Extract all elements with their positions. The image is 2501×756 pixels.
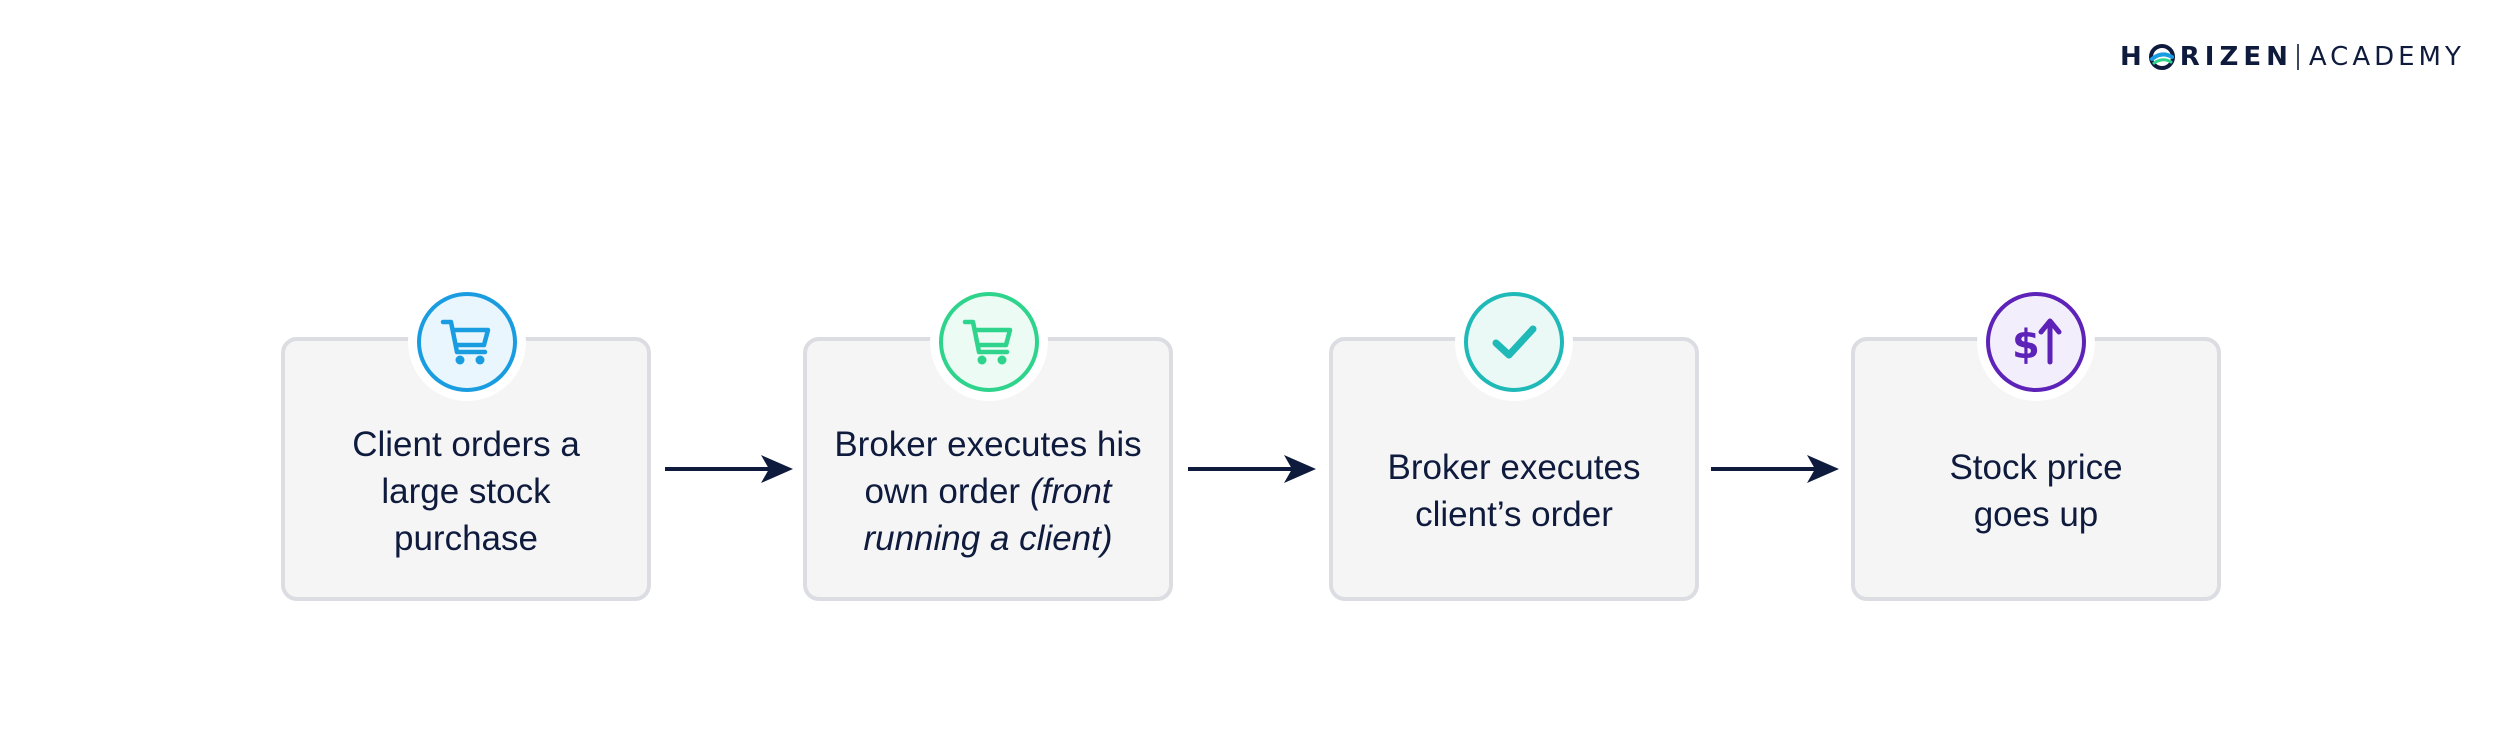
step-badge-circle (939, 292, 1039, 392)
logo-academy-text: ACADEMY (2308, 42, 2465, 72)
shopping-cart-icon (440, 319, 491, 365)
step-badge (408, 283, 526, 401)
horizen-o-logo-icon (2148, 44, 2175, 70)
step-badge (1455, 283, 1573, 401)
step-badge-circle: $ (1986, 292, 2086, 392)
svg-text:$: $ (2012, 322, 2040, 368)
flow-arrow (665, 455, 793, 483)
step-badge (930, 283, 1048, 401)
step-label-italic: (front running a client) (863, 471, 1113, 558)
checkmark-icon (1492, 325, 1537, 359)
step-card-broker-front-run: Broker executes his own order (front run… (803, 337, 1173, 601)
shopping-cart-icon (962, 319, 1013, 365)
logo-divider (2296, 44, 2299, 70)
step-label: Client orders a large stock purchase (352, 424, 580, 558)
logo-letter-h: H (2120, 42, 2147, 72)
flow-arrow (1711, 455, 1839, 483)
step-card-text: Stock price goes up (1875, 405, 2197, 577)
step-label-wrapper: Broker executes his own order (front run… (827, 421, 1149, 562)
step-card-text: Client orders a large stock purchase (305, 405, 627, 577)
horizen-academy-logo: H RIZEN ACADEMY (2120, 40, 2465, 74)
step-label: Broker executes his own order (834, 424, 1142, 511)
dollar-up-arrow-icon: $ (2012, 318, 2062, 368)
step-badge: $ (1977, 283, 2095, 401)
step-badge-circle (1464, 292, 1564, 392)
flow-arrow (1188, 455, 1316, 483)
step-badge-circle (417, 292, 517, 392)
step-label: Broker executes client’s order (1387, 448, 1641, 534)
step-label: Stock price goes up (1949, 448, 2123, 534)
logo-brand-text: RIZEN (2179, 42, 2293, 72)
step-card-text: Broker executes his own order (front run… (827, 405, 1149, 577)
step-card-broker-client-order: Broker executes client’s order (1329, 337, 1699, 601)
step-card-text: Broker executes client’s order (1353, 405, 1675, 577)
